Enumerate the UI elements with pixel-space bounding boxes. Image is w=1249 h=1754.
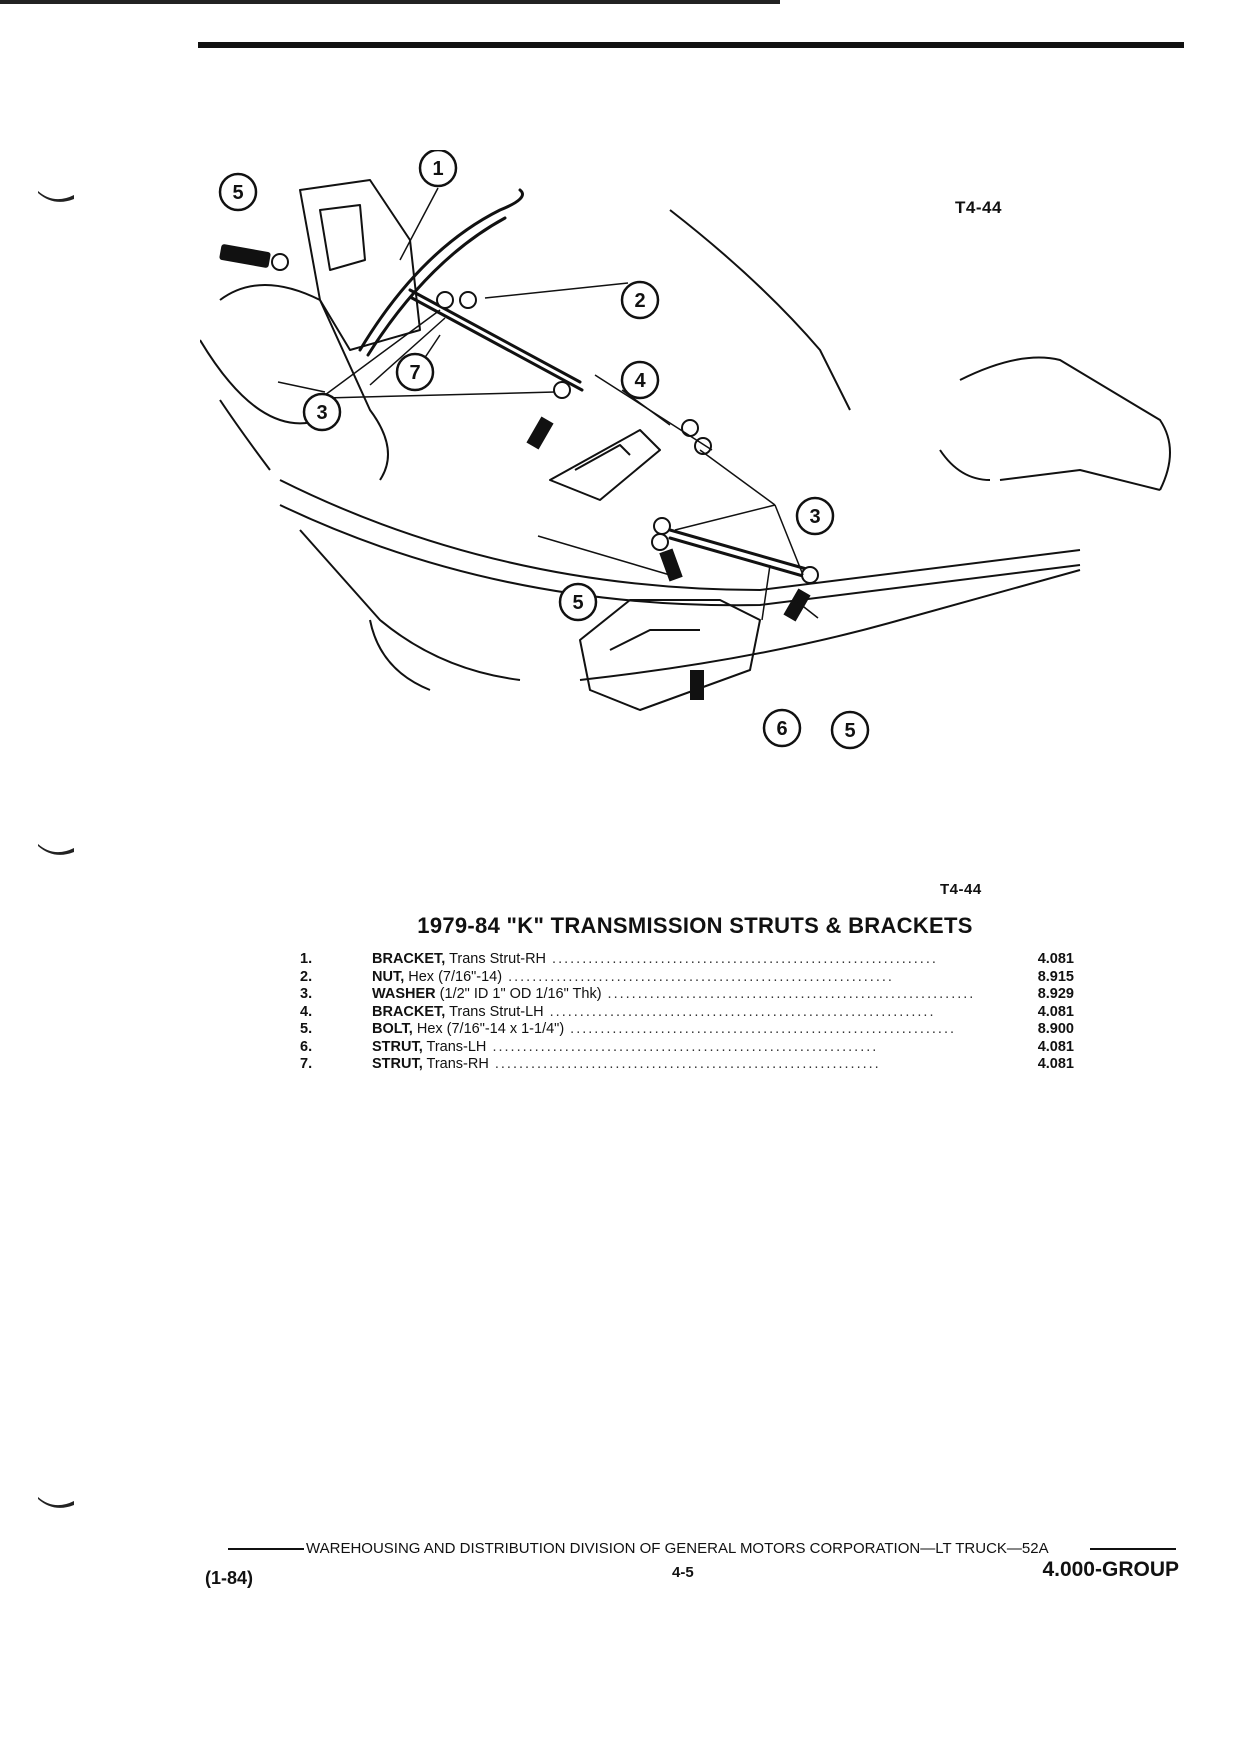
callout-label: 5 <box>844 720 855 742</box>
list-item: 1. BRACKET, Trans Strut-RH .............… <box>300 951 1074 967</box>
callout-7-marker <box>395 352 435 392</box>
footer-rule-left <box>228 1548 304 1550</box>
callout-2-marker <box>620 280 660 320</box>
footer-rule-right <box>1090 1548 1176 1550</box>
item-number: 3. <box>300 986 313 1002</box>
parts-list: 1. BRACKET, Trans Strut-RH .............… <box>300 951 1090 1074</box>
group-number: 8.929 <box>1037 986 1074 1002</box>
callout-1-marker <box>418 150 458 188</box>
group-number: 4.081 <box>1037 951 1074 967</box>
callout-label: 6 <box>776 718 787 740</box>
group-number: 4.081 <box>1037 1038 1074 1055</box>
binder-hole-mark <box>38 844 74 855</box>
callout-label: 4 <box>634 370 646 392</box>
list-item: 6. STRUT, Trans-LH .....................… <box>300 1038 1074 1055</box>
callout-3-marker <box>302 392 342 432</box>
callout-label: 3 <box>809 506 820 528</box>
callout-label: 1 <box>432 158 443 180</box>
footer-text: WAREHOUSING AND DISTRIBUTION DIVISION OF… <box>306 1540 1049 1557</box>
callout-5-marker <box>218 172 258 212</box>
part-name: WASHER <box>372 986 436 1002</box>
part-description: Hex (7/16"-14 x 1-1/4") <box>412 1021 565 1037</box>
part-name: NUT, <box>372 968 405 985</box>
callout-label: 2 <box>634 290 645 312</box>
page-number: 4-5 <box>672 1564 694 1581</box>
callout-label: 5 <box>232 182 243 204</box>
binder-hole-mark <box>38 191 74 202</box>
scan-top-edge <box>0 0 780 4</box>
list-item: 4. BRACKET, Trans Strut-LH .............… <box>300 1003 1074 1020</box>
figure-code-bottom: T4-44 <box>940 881 982 898</box>
part-description: (1/2" ID 1" OD 1/16" Thk) <box>435 986 602 1002</box>
group-label: 4.000-GROUP <box>1042 1558 1179 1581</box>
exploded-parts-diagram: 1 5 2 7 3 4 3 5 5 6 <box>200 150 1171 750</box>
revision-date: (1-84) <box>205 1568 254 1588</box>
callout-label: 3 <box>316 402 327 424</box>
item-number: 1. <box>300 951 313 967</box>
callout-label: 7 <box>409 362 420 384</box>
item-number: 2. <box>300 968 313 985</box>
page-title: 1979-84 "K" TRANSMISSION STRUTS & BRACKE… <box>417 913 973 938</box>
item-number: 7. <box>300 1056 313 1072</box>
group-number: 8.900 <box>1037 1021 1074 1037</box>
part-description: Trans-RH <box>422 1056 489 1072</box>
list-item: 3. WASHER (1/2" ID 1" OD 1/16" Thk) ....… <box>300 986 1074 1002</box>
part-name: BRACKET, <box>372 1003 446 1020</box>
item-number: 6. <box>300 1038 313 1055</box>
group-number: 8.915 <box>1037 968 1074 985</box>
part-description: Trans Strut-LH <box>445 1003 544 1020</box>
binder-hole-mark <box>38 1497 74 1508</box>
part-name: BOLT, <box>372 1021 413 1037</box>
callout-3-marker <box>795 496 835 536</box>
part-name: STRUT, <box>372 1056 423 1072</box>
item-number: 5. <box>300 1021 313 1037</box>
list-item: 5. BOLT, Hex (7/16"-14 x 1-1/4") .......… <box>300 1021 1074 1037</box>
header-rule <box>198 42 1184 48</box>
list-item: 7. STRUT, Trans-RH .....................… <box>300 1056 1074 1072</box>
part-description: Trans Strut-RH <box>445 951 547 967</box>
item-number: 4. <box>300 1003 313 1020</box>
callout-4-marker <box>620 360 660 400</box>
part-name: STRUT, <box>372 1038 423 1055</box>
callout-5-marker <box>558 582 598 622</box>
figure-code-top: T4-44 <box>955 198 1002 217</box>
group-number: 4.081 <box>1037 1056 1074 1072</box>
callout-label: 5 <box>572 592 583 614</box>
callout-6-marker <box>762 708 802 748</box>
part-name: BRACKET, <box>372 951 446 967</box>
part-description: Trans-LH <box>422 1038 487 1055</box>
group-number: 4.081 <box>1037 1003 1074 1020</box>
callout-5-marker <box>830 710 870 750</box>
list-item: 2. NUT, Hex (7/16"-14) .................… <box>300 968 1074 985</box>
part-description: Hex (7/16"-14) <box>404 968 503 985</box>
